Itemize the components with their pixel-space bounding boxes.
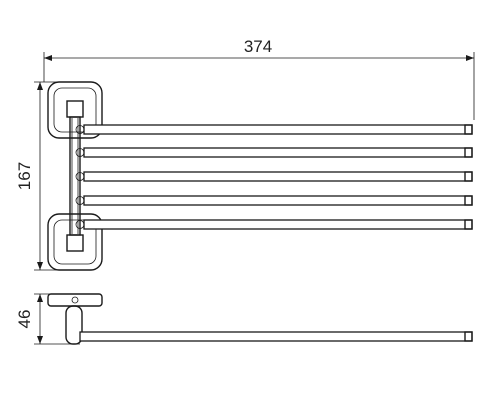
top-view <box>47 293 473 345</box>
swivel-arm <box>75 195 473 206</box>
front-view <box>47 81 473 271</box>
depth-dimension-label: 46 <box>15 310 34 329</box>
pivot-post <box>69 116 81 236</box>
swivel-arm <box>75 171 473 182</box>
top-cap <box>66 100 84 118</box>
top-view-post <box>65 305 83 345</box>
height-dimension-label: 167 <box>15 162 34 190</box>
top-view-screw <box>71 296 79 304</box>
top-view-plate <box>47 293 103 307</box>
swivel-arm <box>75 147 473 158</box>
height-dimension: 167 <box>15 81 58 271</box>
top-view-arm <box>79 331 473 342</box>
width-dimension: 374 <box>43 37 475 120</box>
width-dimension-label: 374 <box>244 37 272 56</box>
swivel-arm <box>75 124 473 135</box>
bottom-cap <box>66 234 84 252</box>
swivel-arms <box>75 124 473 230</box>
bottom-mount-plate <box>47 213 103 271</box>
swivel-arm <box>75 219 473 230</box>
top-mount-plate <box>47 81 103 139</box>
